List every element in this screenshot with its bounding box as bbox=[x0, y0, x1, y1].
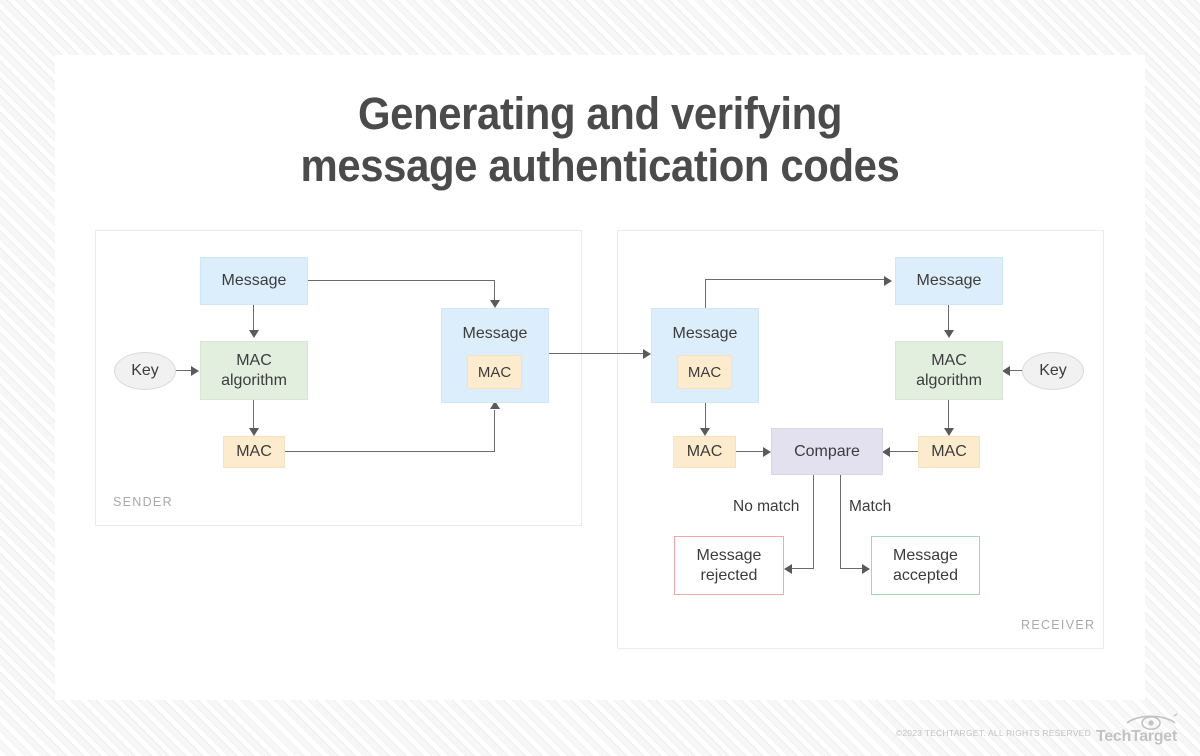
sender-transmitted-mac-box: MAC bbox=[467, 355, 522, 389]
receiver-computed-mac-label: MAC bbox=[931, 443, 967, 460]
arrowhead-receiver-key-to-alg bbox=[1002, 366, 1010, 376]
connector-sender-msg-to-packet-h bbox=[308, 280, 495, 282]
connector-receiver-packet-to-msg-v bbox=[705, 279, 707, 309]
sender-key-node: Key bbox=[114, 352, 176, 390]
connector-sender-msg-to-packet-v bbox=[494, 280, 496, 306]
connector-receiver-alg-to-mac bbox=[948, 400, 950, 431]
arrowhead-receiver-packet-to-msg bbox=[884, 276, 892, 286]
connector-match-v bbox=[840, 475, 842, 569]
connector-receiver-packetmac-to-mac bbox=[705, 388, 707, 430]
arrowhead-sender-alg-to-mac bbox=[249, 428, 259, 436]
receiver-extracted-message-box: Message bbox=[895, 257, 1003, 305]
receiver-extracted-message-label: Message bbox=[916, 272, 982, 289]
connector-nomatch-v bbox=[813, 475, 815, 569]
edge-label-match: Match bbox=[849, 498, 892, 515]
receiver-message-accepted-label-line-2: accepted bbox=[893, 566, 958, 584]
receiver-key-node: Key bbox=[1022, 352, 1084, 390]
receiver-message-accepted-box: Message accepted bbox=[871, 536, 980, 595]
receiver-received-mac-label: MAC bbox=[687, 363, 722, 381]
receiver-message-accepted-label-line-1: Message bbox=[893, 546, 958, 564]
connector-sender-key-to-alg bbox=[176, 370, 193, 372]
connector-sender-msg-to-alg bbox=[253, 305, 255, 334]
arrowhead-receiver-computedmac-to-compare bbox=[882, 447, 890, 457]
receiver-received-mac-box: MAC bbox=[677, 355, 732, 389]
sender-mac-algorithm-label-line-1: MAC bbox=[236, 351, 272, 369]
arrowhead-receiver-msg-to-alg bbox=[944, 330, 954, 338]
sender-key-label: Key bbox=[131, 362, 159, 379]
arrowhead-nomatch bbox=[784, 564, 792, 574]
receiver-panel-label: RECEIVER bbox=[1021, 618, 1096, 632]
connector-receiver-computedmac-to-compare bbox=[890, 451, 919, 453]
arrowhead-sender-msg-to-alg bbox=[249, 330, 259, 338]
connector-receiver-packet-to-msg-h bbox=[705, 279, 885, 281]
techtarget-logo-text: TechTarget bbox=[1096, 728, 1177, 745]
connector-receiver-mac-to-compare bbox=[736, 451, 765, 453]
receiver-computed-mac-box: MAC bbox=[918, 436, 980, 468]
receiver-received-mac-output-box: MAC bbox=[673, 436, 736, 468]
receiver-compare-label: Compare bbox=[794, 442, 860, 460]
sender-message-box: Message bbox=[200, 257, 308, 305]
receiver-message-rejected-label-line-1: Message bbox=[696, 546, 762, 564]
sender-mac-label: MAC bbox=[236, 443, 272, 460]
receiver-compare-box: Compare bbox=[771, 428, 883, 475]
arrowhead-channel bbox=[643, 349, 651, 359]
receiver-mac-algorithm-label-line-2: algorithm bbox=[916, 371, 982, 389]
techtarget-logo: TechTarget bbox=[1096, 712, 1188, 748]
connector-sender-alg-to-mac bbox=[253, 400, 255, 431]
receiver-received-packet: Message MAC bbox=[651, 308, 759, 403]
sender-mac-algorithm-box: MAC algorithm bbox=[200, 341, 308, 400]
sender-transmitted-packet: Message MAC bbox=[441, 308, 549, 403]
page-title-line-2: message authentication codes bbox=[300, 140, 900, 191]
sender-message-label: Message bbox=[221, 272, 287, 289]
receiver-mac-algorithm-label-line-1: MAC bbox=[931, 351, 967, 369]
sender-mac-box: MAC bbox=[223, 436, 285, 468]
receiver-received-mac-output-label: MAC bbox=[686, 443, 723, 460]
receiver-received-message-label: Message bbox=[672, 325, 738, 342]
connector-sender-mac-to-packet-v bbox=[494, 410, 496, 452]
connector-nomatch-h bbox=[791, 568, 814, 570]
receiver-message-rejected-label-line-2: rejected bbox=[700, 566, 758, 584]
page-title: Generating and verifying message authent… bbox=[93, 88, 1107, 192]
edge-label-no-match: No match bbox=[733, 498, 800, 515]
sender-transmitted-message-label: Message bbox=[462, 325, 528, 342]
arrowhead-match bbox=[862, 564, 870, 574]
receiver-message-rejected-box: Message rejected bbox=[674, 536, 784, 595]
arrowhead-sender-mac-to-packet bbox=[490, 401, 500, 409]
receiver-mac-algorithm-box: MAC algorithm bbox=[895, 341, 1003, 400]
sender-transmitted-mac-label: MAC bbox=[477, 363, 512, 381]
arrowhead-receiver-packetmac-to-mac bbox=[700, 428, 710, 436]
copyright-text: ©2023 TECHTARGET. ALL RIGHTS RESERVED bbox=[895, 728, 1091, 738]
connector-sender-mac-to-packet-h bbox=[285, 451, 495, 453]
page-title-line-1: Generating and verifying bbox=[357, 88, 843, 139]
arrowhead-sender-key-to-alg bbox=[191, 366, 199, 376]
receiver-key-label: Key bbox=[1039, 362, 1067, 379]
connector-receiver-msg-to-alg bbox=[948, 305, 950, 334]
arrowhead-receiver-alg-to-mac bbox=[944, 428, 954, 436]
connector-match-h bbox=[840, 568, 864, 570]
arrowhead-receiver-mac-to-compare bbox=[763, 447, 771, 457]
connector-receiver-key-to-alg bbox=[1008, 370, 1024, 372]
arrowhead-sender-msg-to-packet bbox=[490, 300, 500, 308]
eye-icon bbox=[1126, 713, 1178, 730]
sender-panel-label: SENDER bbox=[113, 495, 173, 509]
connector-channel bbox=[549, 353, 645, 355]
sender-mac-algorithm-label-line-2: algorithm bbox=[221, 371, 287, 389]
